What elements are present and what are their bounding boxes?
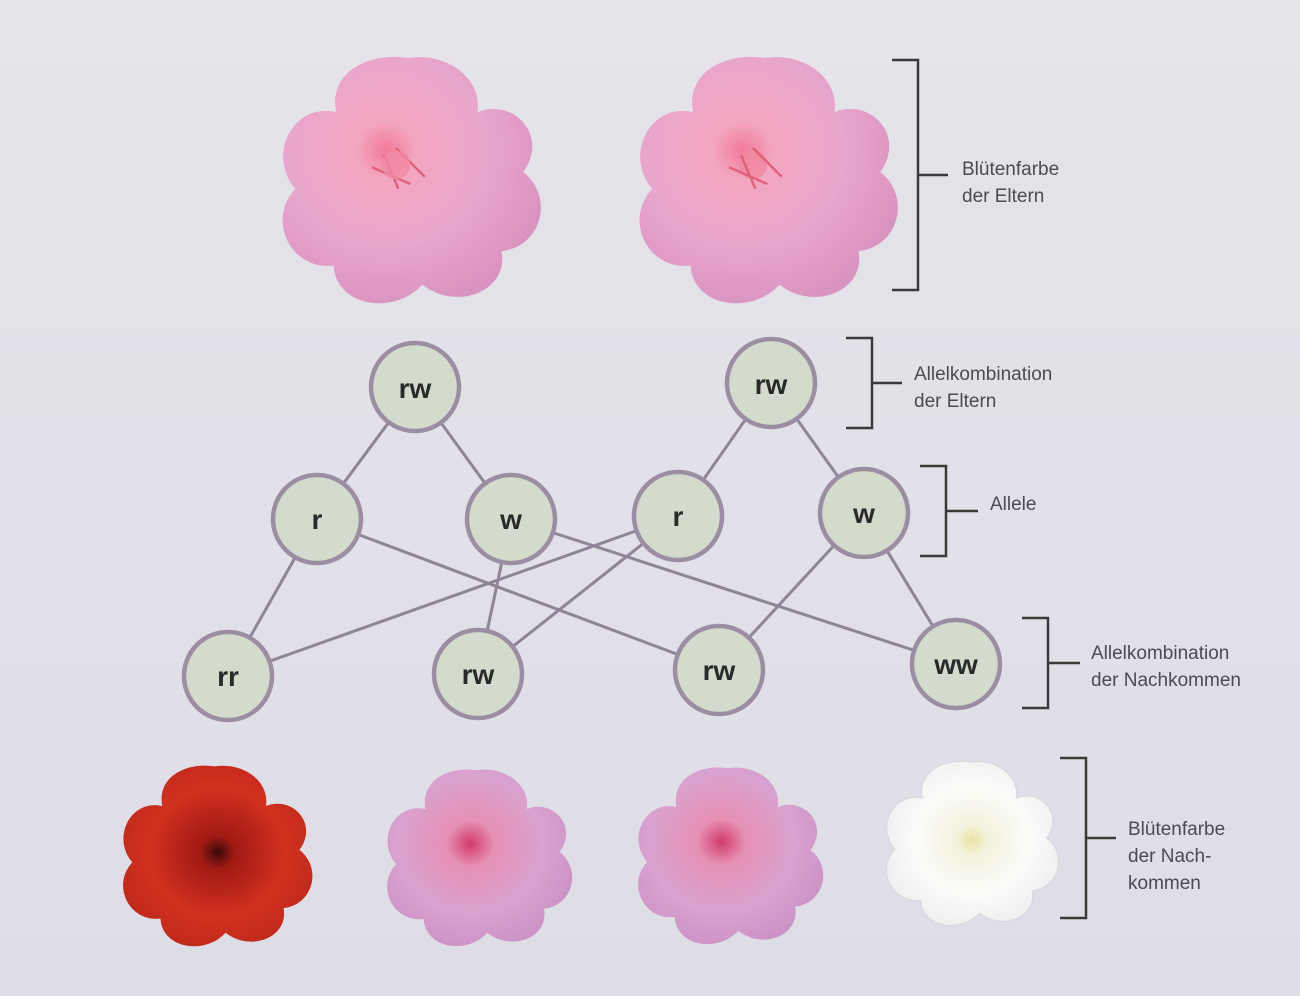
- bracket-parent-alleles: [846, 336, 902, 430]
- svg-text:rw: rw: [399, 373, 432, 404]
- svg-text:rr: rr: [217, 661, 239, 692]
- parent-flower-right: [639, 56, 898, 304]
- edge-a1-o3: [357, 533, 679, 656]
- edge-p2-a3: [701, 418, 748, 481]
- svg-text:rw: rw: [703, 655, 736, 686]
- svg-text:r: r: [312, 504, 323, 535]
- allele-node-r-left: r: [270, 472, 364, 566]
- label-parent-color: Blütenfarbe der Eltern: [962, 159, 1060, 207]
- label-parent-alleles: Allelkombination der Eltern: [914, 364, 1053, 412]
- edge-a1-o1: [248, 556, 297, 639]
- offspring-flower-white: [885, 760, 1060, 927]
- svg-text:r: r: [673, 501, 684, 532]
- offspring-flower-pink-1: [387, 769, 573, 947]
- offspring-node-rw-2: rw: [672, 623, 766, 717]
- label-offspring-alleles: Allelkombination der Nachkommen: [1091, 643, 1241, 691]
- svg-text:ww: ww: [933, 649, 978, 680]
- edge-a3-o2: [511, 542, 645, 648]
- allele-node-w-right: w: [817, 466, 911, 560]
- allele-node-w-left: w: [464, 472, 558, 566]
- edge-p1-a2: [439, 421, 487, 485]
- bracket-parent-color: [892, 58, 948, 292]
- svg-text:w: w: [499, 504, 522, 535]
- edge-p1-a1: [342, 421, 390, 485]
- offspring-flower-pink-2: [638, 767, 824, 945]
- edge-p2-a4: [795, 417, 840, 479]
- svg-text:rw: rw: [462, 659, 495, 690]
- svg-text:rw: rw: [755, 369, 788, 400]
- edge-a3-o1: [268, 529, 638, 663]
- allele-node-r-right: r: [631, 469, 725, 563]
- edge-a2-o2: [485, 561, 504, 632]
- parent-flower-left: [282, 56, 541, 304]
- parent-node-left: rw: [368, 340, 462, 434]
- svg-text:w: w: [852, 498, 875, 529]
- bracket-offspring-color: [1060, 756, 1116, 920]
- parent-node-right: rw: [724, 336, 818, 430]
- connection-lines: [248, 417, 935, 663]
- bracket-offspring-alleles: [1022, 616, 1080, 710]
- edge-a4-o4: [885, 549, 935, 628]
- edge-a4-o3: [747, 544, 836, 639]
- label-alleles: Allele: [990, 494, 1037, 515]
- offspring-node-ww: ww: [909, 617, 1003, 711]
- label-offspring-color: Blütenfarbe der Nach- kommen: [1128, 819, 1226, 894]
- offspring-flower-red: [123, 765, 313, 947]
- offspring-node-rw-1: rw: [431, 627, 525, 721]
- offspring-node-rr: rr: [181, 629, 275, 723]
- edge-a2-o4: [552, 531, 915, 652]
- bracket-alleles: [920, 464, 978, 558]
